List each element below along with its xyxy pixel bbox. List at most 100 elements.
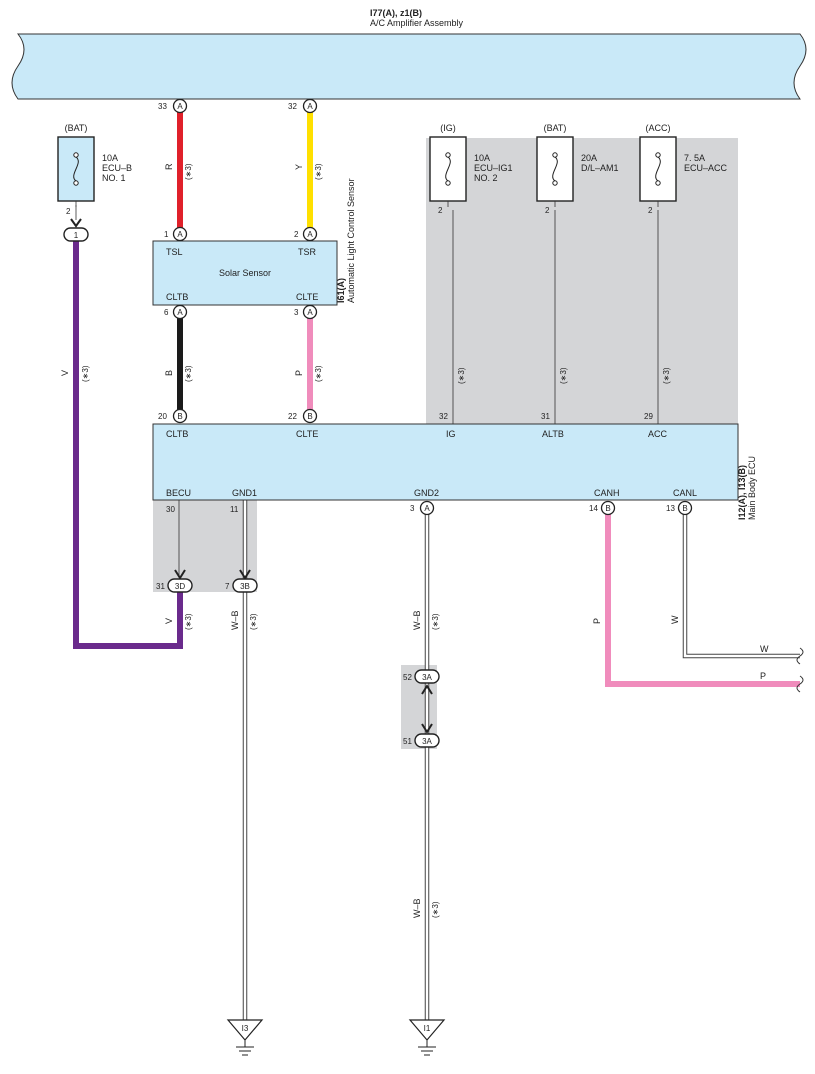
fuse-source: (ACC)	[646, 123, 671, 133]
pin-gnd2-ecu: A3	[410, 500, 435, 516]
svg-text:A: A	[307, 102, 313, 111]
svg-text:(∗3): (∗3)	[457, 367, 466, 384]
shade-ecu-lower-left	[153, 500, 257, 592]
note-wire-wb3: (∗3)	[431, 901, 440, 918]
svg-text:(∗3): (∗3)	[662, 367, 671, 384]
main-body-ecu-box	[152, 423, 739, 501]
svg-text:33: 33	[158, 102, 167, 111]
svg-text:52: 52	[403, 673, 412, 682]
pin-tsl: A1	[164, 226, 188, 242]
svg-text:(∗3): (∗3)	[431, 613, 440, 630]
pin-canh-ecu: B 14	[589, 500, 616, 516]
label-wire-b: B	[164, 370, 174, 376]
ecu-pin-num-gnd1: 11	[230, 505, 239, 514]
svg-text:3B: 3B	[240, 582, 250, 591]
label-wire-v2: V	[164, 618, 174, 624]
ground-i3: I3	[226, 1019, 264, 1056]
note-wire-v: (∗3)	[81, 365, 90, 382]
svg-text:(∗3): (∗3)	[431, 901, 440, 918]
svg-text:7: 7	[225, 582, 230, 591]
junction-left: 1 2	[63, 205, 89, 242]
fuse-name-2: NO. 2	[474, 173, 498, 183]
svg-text:(∗3): (∗3)	[314, 365, 323, 382]
svg-text:Automatic Light Control Sensor: Automatic Light Control Sensor	[346, 178, 356, 303]
ecu-pin-canh: CANH	[594, 488, 620, 498]
svg-text:W: W	[670, 615, 680, 624]
label-wire-w-right: W	[760, 644, 769, 654]
svg-text:B: B	[605, 504, 610, 513]
svg-text:3: 3	[410, 504, 415, 513]
svg-text:14: 14	[589, 504, 598, 513]
svg-text:V: V	[60, 370, 70, 376]
fuse-name: ECU–IG1	[474, 163, 513, 173]
svg-text:(∗3): (∗3)	[314, 163, 323, 180]
svg-text:2: 2	[66, 207, 71, 216]
ecu-caption: I12(A), I13(B) Main Body ECU	[737, 456, 757, 520]
svg-text:B: B	[307, 412, 312, 421]
svg-text:3D: 3D	[175, 582, 185, 591]
amplifier-box	[11, 33, 807, 100]
fuse-pin: 2	[545, 206, 550, 215]
fuse-name: ECU–B	[102, 163, 132, 173]
svg-text:I61(A): I61(A)	[336, 278, 346, 303]
svg-text:A: A	[177, 230, 183, 239]
ecu-pin-clte: CLTE	[296, 429, 318, 439]
note-wire-acc: (∗3)	[662, 367, 671, 384]
solar-sensor-box	[152, 240, 338, 306]
svg-text:51: 51	[403, 737, 412, 746]
label-wire-wb3: W–B	[412, 898, 422, 918]
fuse-name: D/L–AM1	[581, 163, 619, 173]
svg-text:A: A	[177, 102, 183, 111]
svg-text:22: 22	[288, 412, 297, 421]
ecu-pin-becu: BECU	[166, 488, 191, 498]
note-wire-p: (∗3)	[314, 365, 323, 382]
note-wire-v2: (∗3)	[184, 613, 193, 630]
fuse-source: (BAT)	[65, 123, 88, 133]
svg-text:1: 1	[74, 231, 79, 240]
wire-break-right	[796, 647, 804, 665]
label-wire-y: Y	[294, 164, 304, 170]
pin-tsr: A2	[294, 226, 318, 242]
svg-text:Y: Y	[294, 164, 304, 170]
note-wire-ig: (∗3)	[457, 367, 466, 384]
svg-text:V: V	[164, 618, 174, 624]
wire-canh-pink	[605, 514, 800, 687]
solar-sensor-name: Solar Sensor	[219, 268, 271, 278]
connector-3d: 3D 31	[156, 569, 193, 593]
fuse-rating: 7. 5A	[684, 153, 705, 163]
pin-tsd: A 33	[158, 98, 188, 114]
svg-text:A: A	[424, 504, 430, 513]
ecu-pin-num-becu: 30	[166, 505, 175, 514]
svg-text:31: 31	[156, 582, 165, 591]
solar-sensor-tsl: TSL	[166, 247, 183, 257]
shade-fuse-block	[426, 138, 738, 425]
pin-cltb-sensor: A6	[164, 304, 188, 320]
svg-text:(∗3): (∗3)	[81, 365, 90, 382]
ecu-pin-gnd2: GND2	[414, 488, 439, 498]
svg-text:W–B: W–B	[230, 610, 240, 630]
pin-clte-sensor: A3	[294, 304, 318, 320]
svg-text:6: 6	[164, 308, 169, 317]
connector-3a-51: 3A 51	[403, 723, 440, 748]
ecu-pin-ig: IG	[446, 429, 456, 439]
svg-text:(∗3): (∗3)	[184, 163, 193, 180]
label-wire-p-right: P	[760, 671, 766, 681]
svg-text:Main Body ECU: Main Body ECU	[747, 456, 757, 520]
ecu-pin-canl: CANL	[673, 488, 697, 498]
label-wire-wb1: W–B	[230, 610, 240, 630]
label-wire-r: R	[164, 163, 174, 170]
wire-break-right-2	[796, 675, 804, 693]
pin-ig-ecu: 32	[439, 412, 448, 421]
note-wire-wb1: (∗3)	[249, 613, 258, 630]
svg-text:2: 2	[294, 230, 299, 239]
svg-text:P: P	[592, 618, 602, 624]
label-wire-wb2: W–B	[412, 610, 422, 630]
connector-3a-52: 3A 52	[403, 669, 440, 695]
svg-text:R: R	[164, 163, 174, 170]
ecu-pin-altb: ALTB	[542, 429, 564, 439]
svg-text:1: 1	[164, 230, 169, 239]
svg-text:(∗3): (∗3)	[184, 613, 193, 630]
